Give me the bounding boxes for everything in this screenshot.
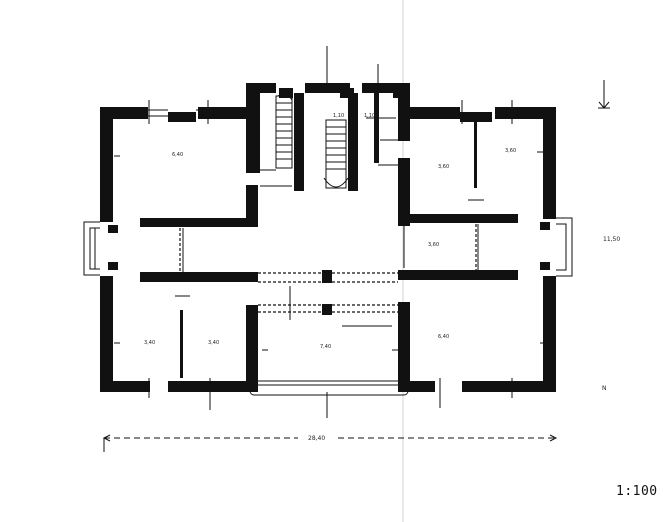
stair-a-label: 1,10 [333,113,344,119]
room-bottom-left-b-label: 3,40 [208,340,219,346]
room-top-left-label: 6,40 [172,152,183,158]
side-dimension-label: 11,50 [603,236,620,243]
overall-width-label: 28,40 [308,435,325,442]
overall-dimension: 28,40 [102,434,558,452]
room-top-right-b-label: 3,60 [505,148,516,154]
room-bottom-center-label: 7,40 [320,344,331,350]
room-top-right-a-label: 3,60 [438,164,449,170]
corridor-dashed-lines [179,224,477,313]
room-bottom-left-a-label: 3,40 [144,340,155,346]
stair-b-label: 1,10 [364,113,375,119]
room-labels: 6,40 3,60 3,60 3,40 3,40 7,40 6,40 3,60 … [144,113,516,350]
north-label: N [602,385,607,392]
thin-linework [83,46,610,418]
corridor-right-label: 3,60 [428,242,439,248]
scale-label: 1:100 [616,484,658,499]
outer-walls [100,83,556,392]
interior-walls [108,88,550,392]
room-bottom-right-label: 6,40 [438,334,449,340]
